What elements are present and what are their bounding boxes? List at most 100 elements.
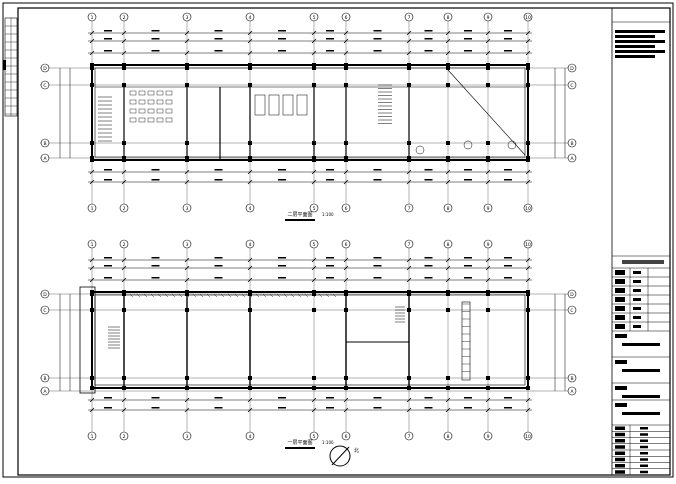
value-block — [622, 412, 660, 415]
dimension-text — [504, 169, 512, 171]
dimension-tick — [89, 277, 95, 283]
axis-bubble-D-label: D — [570, 292, 574, 298]
dimension-tick — [485, 50, 491, 56]
dimension-tick — [343, 265, 349, 271]
dimension-text — [326, 257, 334, 259]
axis-bubble-2-label: 2 — [123, 206, 126, 212]
axis-bubble-10 — [523, 12, 533, 22]
axis-bubble-B-label: B — [43, 376, 46, 382]
dimension-tick — [247, 397, 253, 403]
axis-bubble-7 — [404, 239, 414, 249]
dimension-tick — [485, 257, 491, 263]
axis-bubble-B-label: B — [570, 376, 573, 382]
dimension-tick — [89, 265, 95, 271]
value-block — [622, 395, 660, 398]
dimension-text — [464, 397, 472, 399]
axis-bubble-4 — [245, 239, 255, 249]
axis-bubble-4 — [245, 12, 255, 22]
dimension-text — [464, 277, 472, 279]
dimension-text — [424, 179, 433, 181]
title-block — [611, 8, 670, 476]
axis-bubble-5-label: 5 — [313, 15, 316, 21]
structural-column — [526, 63, 530, 67]
dimension-tick — [89, 407, 95, 413]
dimension-text — [464, 179, 472, 181]
note-text-block — [615, 50, 665, 53]
dimension-text — [214, 169, 223, 171]
dimension-tick — [445, 407, 451, 413]
structural-column — [526, 308, 530, 312]
dimension-text — [214, 265, 223, 267]
axis-bubble-5 — [309, 239, 319, 249]
dimension-tick — [406, 169, 412, 175]
entrance-porch — [79, 286, 96, 394]
dimension-text — [326, 169, 334, 171]
value-block — [622, 343, 660, 346]
dimension-text — [326, 179, 334, 181]
desk — [129, 108, 137, 114]
dimension-tick — [311, 38, 317, 44]
axis-bubble-10-label: 10 — [525, 15, 531, 21]
axis-bubble-7 — [404, 203, 414, 213]
dimension-tick — [121, 257, 127, 263]
structural-column — [312, 66, 316, 70]
axis-bubble-D — [40, 289, 50, 299]
dimension-tick — [184, 30, 190, 36]
label-block — [615, 288, 625, 293]
dimension-tick — [525, 50, 531, 56]
axis-bubble-7-label: 7 — [408, 242, 411, 248]
axis-bubble-C — [567, 80, 577, 90]
dimension-tick — [184, 38, 190, 44]
axis-bubble-7-label: 7 — [408, 434, 411, 440]
axis-bubble-B-label: B — [570, 141, 573, 147]
dimension-tick — [485, 397, 491, 403]
structural-column — [122, 66, 126, 70]
value-block — [640, 439, 648, 442]
axis-bubble-A-label: A — [43, 389, 47, 395]
window-mark — [297, 293, 302, 298]
axis-bubble-1-label: 1 — [91, 15, 94, 21]
axis-bubble-2 — [119, 431, 129, 441]
axis-bubble-D-label: D — [43, 66, 47, 72]
note-text-block — [615, 55, 655, 58]
axis-bubble-8 — [443, 12, 453, 22]
structural-column — [486, 63, 490, 67]
window-mark — [192, 293, 197, 298]
axis-bubble-A — [567, 386, 577, 396]
desk — [138, 90, 146, 96]
desk — [138, 108, 146, 114]
dimension-tick — [445, 50, 451, 56]
dimension-text — [278, 50, 286, 52]
window-mark — [318, 293, 323, 298]
dimension-text — [464, 257, 472, 259]
dimension-text — [104, 257, 112, 259]
desk — [156, 108, 164, 114]
axis-bubble-9-label: 9 — [487, 434, 490, 440]
dimension-text — [326, 30, 334, 32]
dimension-tick — [406, 30, 412, 36]
axis-bubble-2-label: 2 — [123, 434, 126, 440]
axis-bubble-10 — [523, 203, 533, 213]
dimension-tick — [343, 257, 349, 263]
window-mark — [325, 293, 330, 298]
dimension-tick — [121, 169, 127, 175]
structural-column — [312, 63, 316, 67]
dimension-text — [373, 257, 382, 259]
window-mark — [178, 293, 183, 298]
dimension-text — [104, 169, 112, 171]
label-block — [615, 470, 625, 474]
axis-bubble-6-label: 6 — [345, 434, 348, 440]
dimension-tick — [445, 277, 451, 283]
dimension-text — [104, 30, 112, 32]
axis-bubble-C-label: C — [570, 83, 573, 89]
axis-bubble-4-label: 4 — [249, 434, 252, 440]
dimension-text — [504, 257, 512, 259]
structural-column — [486, 83, 490, 87]
desk — [156, 117, 164, 123]
dimension-tick — [184, 265, 190, 271]
desk — [147, 90, 155, 96]
dimension-tick — [445, 265, 451, 271]
structural-column — [90, 308, 94, 312]
desk — [165, 99, 173, 105]
desk — [165, 117, 173, 123]
